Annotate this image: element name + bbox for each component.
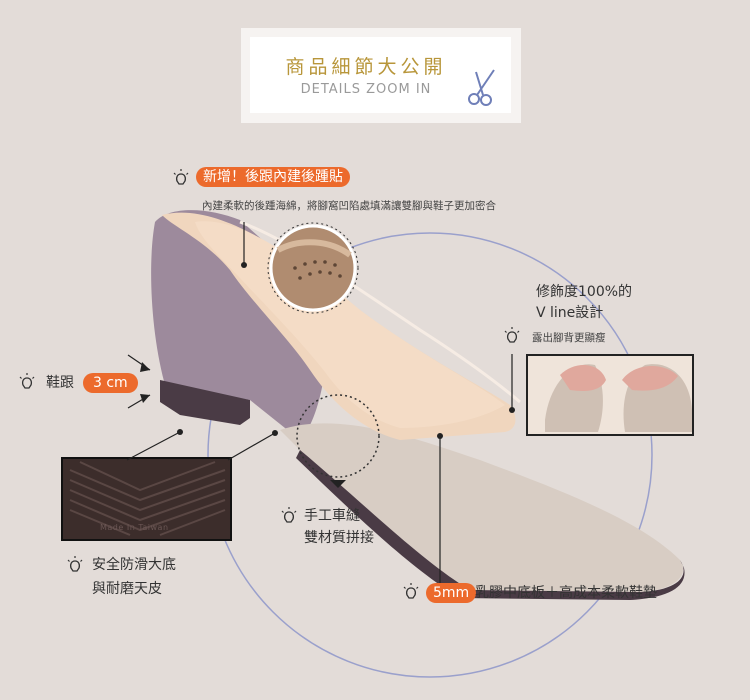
insole-text: 乳膠中底板＋高成本柔軟鞋墊 — [475, 585, 657, 601]
vline-desc: 露出腳背更顯瘦 — [532, 332, 606, 344]
stitch-line-2: 雙材質拼接 — [304, 530, 374, 546]
stitch-line-1: 手工車縫 — [304, 508, 360, 524]
lightbulb-icon — [281, 507, 297, 523]
lightbulb-icon — [504, 327, 520, 343]
sole-stamp: Made In Taiwan — [100, 523, 169, 532]
heel-block — [160, 380, 250, 425]
heel-pad-desc: 內建柔軟的後踵海綿，將腳窩凹陷處填滿讓雙腳與鞋子更加密合 — [202, 200, 496, 212]
heel-pad-zoom — [269, 224, 357, 312]
lightbulb-icon — [67, 556, 83, 572]
background-circle — [207, 232, 653, 678]
lightbulb-icon — [173, 169, 189, 185]
insole-badge: 5mm — [426, 583, 477, 603]
heel-label: 鞋跟 — [46, 375, 74, 391]
title-card — [250, 37, 511, 113]
vline-title-2: V line設計 — [536, 305, 604, 321]
heel-height-badge: 3 cm — [83, 373, 138, 393]
stitch-zoom — [296, 394, 380, 478]
scissors-icon — [468, 69, 495, 106]
sole-line-2: 與耐磨天皮 — [92, 581, 162, 597]
shoe-front — [280, 423, 684, 592]
heel-pad-badge: 新增！後跟內建後踵貼 — [196, 167, 350, 187]
sole-line-1: 安全防滑大底 — [92, 557, 176, 573]
title-en: DETAILS ZOOM IN — [300, 82, 432, 97]
lightbulb-icon — [403, 583, 419, 599]
title-zh: 商品細節大公開 — [285, 56, 447, 78]
lightbulb-icon — [19, 373, 35, 389]
vline-title-1: 修飾度100%的 — [536, 284, 633, 300]
